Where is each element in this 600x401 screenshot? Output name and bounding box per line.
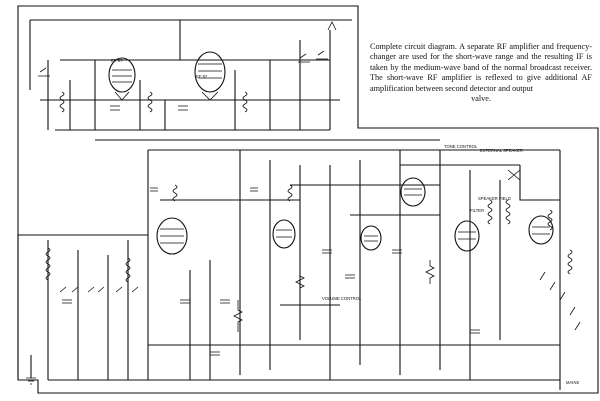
receiver-wiring [47, 150, 561, 390]
small-components [59, 169, 581, 356]
valve-2-label: EF 97 [196, 74, 208, 79]
upper-coils [59, 91, 248, 113]
component-labels: TONE CONTROL EXTERNAL SPEAKER SPEAKER FI… [322, 144, 579, 385]
valve-ef97: EF 97 [194, 51, 226, 101]
diagram-caption: Complete circuit diagram. A separate RF … [370, 42, 592, 104]
filter-label: FILTER [470, 208, 484, 213]
frame-wiring [17, 5, 599, 394]
mains-label: MAINS [566, 380, 579, 385]
valve-1-label: EK 97 [111, 58, 123, 63]
external-speaker-label: EXTERNAL SPEAKER [480, 148, 523, 153]
tone-control-label: TONE CONTROL [444, 144, 478, 149]
receiver-coils [45, 184, 573, 283]
speaker-field-label: SPEAKER FIELD [478, 196, 511, 201]
shortwave-section [38, 20, 340, 131]
caption-last-line: valve. [471, 94, 491, 104]
receiver-valves [156, 177, 554, 255]
volume-control-label: VOLUME CONTROL [322, 296, 362, 301]
valve-ek97: EK 97 [108, 57, 136, 101]
caption-text: Complete circuit diagram. A separate RF … [370, 42, 592, 93]
ground-symbol [26, 355, 36, 385]
